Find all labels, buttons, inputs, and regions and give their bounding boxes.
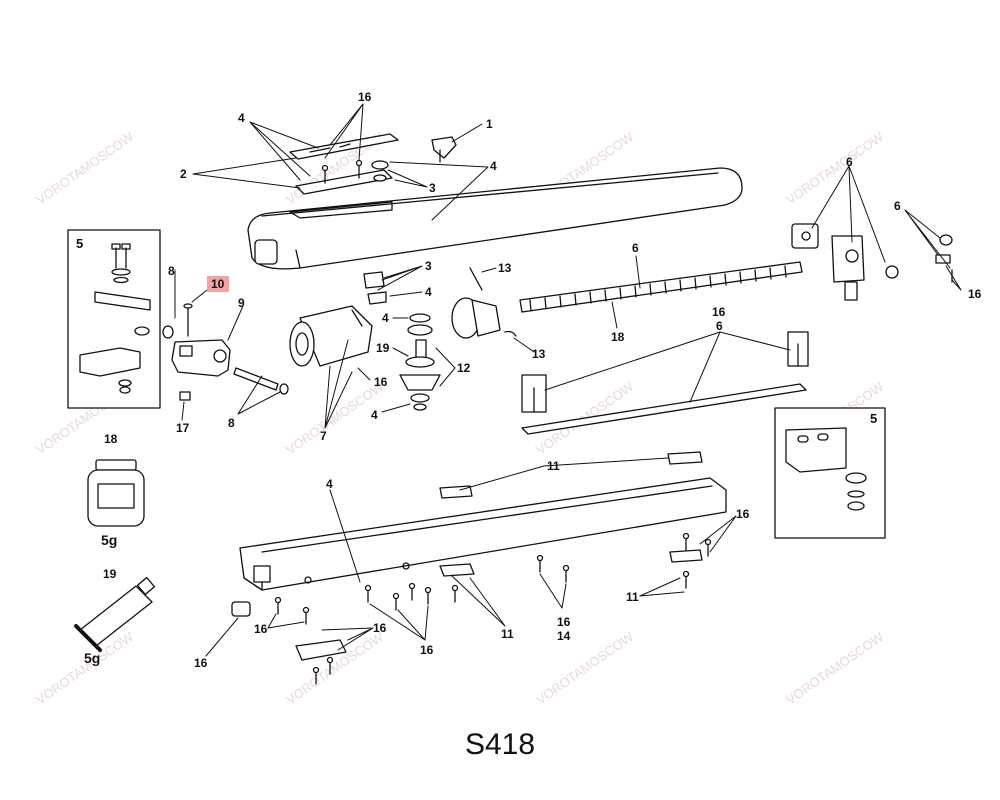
callout-8: 8 [228, 416, 235, 430]
grease-number: 18 [104, 432, 118, 446]
part-10-pin [183, 303, 193, 337]
pad-11-right [669, 549, 703, 563]
pin-13 [469, 267, 517, 337]
callout-4: 4 [326, 477, 333, 491]
gear-19 [405, 339, 435, 368]
callout-13: 13 [532, 347, 546, 361]
top-cover [247, 167, 743, 270]
clip-3-mid [363, 271, 387, 305]
end-bearing [831, 235, 865, 301]
callout-16: 16 [736, 507, 750, 521]
callout-16: 16 [712, 305, 726, 319]
washer-3-top [371, 160, 389, 182]
callout-11: 11 [501, 627, 514, 641]
screw-top [321, 159, 363, 184]
callout-6: 6 [716, 319, 723, 333]
part-8-axle [233, 367, 289, 395]
pad-11-top-right [667, 451, 703, 465]
callout-16: 16 [557, 615, 571, 629]
callout-18: 18 [611, 330, 625, 344]
gear-12 [399, 374, 441, 411]
part-8-ring-top [162, 325, 174, 339]
watermark: VOROTAMOSCOW [783, 629, 887, 708]
tube-amount: 5g [84, 650, 100, 666]
part-9-trolley [171, 339, 231, 377]
callout-3: 3 [429, 181, 436, 195]
kit-box-right [774, 407, 886, 539]
callout-11: 11 [547, 459, 560, 473]
callout-3: 3 [425, 259, 432, 273]
part-7-motor [289, 305, 373, 367]
callout-14: 14 [557, 629, 571, 643]
callout-16: 16 [374, 375, 388, 389]
callout-7: 7 [320, 429, 327, 443]
callout-6: 6 [894, 199, 901, 213]
diagram-title: S418 [464, 728, 536, 761]
callout-4: 4 [371, 408, 378, 422]
part-17-nut [179, 391, 191, 401]
callout-4: 4 [490, 159, 497, 173]
callout-1: 1 [486, 117, 493, 131]
chain-bracket-left [521, 374, 547, 413]
callout-6: 6 [632, 241, 639, 255]
callout-10: 10 [211, 277, 225, 291]
top-plate-lower [295, 169, 393, 195]
watermark: VOROTAMOSCOW [33, 129, 137, 208]
guide-bar [521, 383, 807, 435]
gear-4-top [407, 313, 433, 336]
worm-gear [451, 297, 501, 339]
callout-2: 2 [180, 167, 187, 181]
callout-16: 16 [420, 643, 434, 657]
watermark: VOROTAMOSCOW [533, 629, 637, 708]
plug-16 [231, 601, 251, 617]
kit-box-left [67, 229, 161, 409]
end-ring [885, 265, 899, 279]
callout-11: 11 [626, 590, 639, 604]
callout-13: 13 [498, 261, 512, 275]
part-10-highlight [207, 276, 229, 292]
base-housing [239, 477, 727, 591]
grease-tube [74, 576, 156, 652]
callout-12: 12 [457, 361, 471, 375]
tube-number: 19 [103, 567, 117, 581]
end-block [791, 223, 819, 249]
lead-screw [519, 261, 803, 313]
grease-jar [87, 459, 145, 527]
chain-bracket-right [787, 331, 809, 367]
callout-6: 6 [846, 155, 853, 169]
leader-lines [174, 103, 962, 657]
callout-9: 9 [238, 296, 245, 310]
callout-16: 16 [373, 621, 387, 635]
kit-right-label: 5 [870, 411, 877, 426]
end-cap [295, 639, 347, 661]
screws-bottom [274, 532, 712, 685]
small-nut-right [935, 234, 953, 283]
callout-8: 8 [168, 264, 175, 278]
top-plate-upper [289, 133, 399, 160]
callout-4: 4 [238, 111, 245, 125]
watermark: VOROTAMOSCOW [783, 129, 887, 208]
pad-11-bottom [439, 563, 475, 577]
callout-16: 16 [194, 656, 208, 670]
part-1-bracket [431, 136, 457, 163]
callout-16: 16 [358, 90, 372, 104]
watermark: VOROTAMOSCOW [33, 629, 137, 708]
callout-19: 19 [376, 341, 390, 355]
callout-17: 17 [176, 421, 190, 435]
grease-amount: 5g [101, 532, 117, 548]
callout-4: 4 [425, 285, 432, 299]
callout-16: 16 [254, 622, 268, 636]
callout-labels: 16 1 4 4 2 3 6 6 16 5 8 10 9 17 8 3 4 13… [76, 90, 982, 670]
kit-left-label: 5 [76, 236, 83, 251]
callout-16: 16 [968, 287, 982, 301]
callout-4: 4 [382, 311, 389, 325]
